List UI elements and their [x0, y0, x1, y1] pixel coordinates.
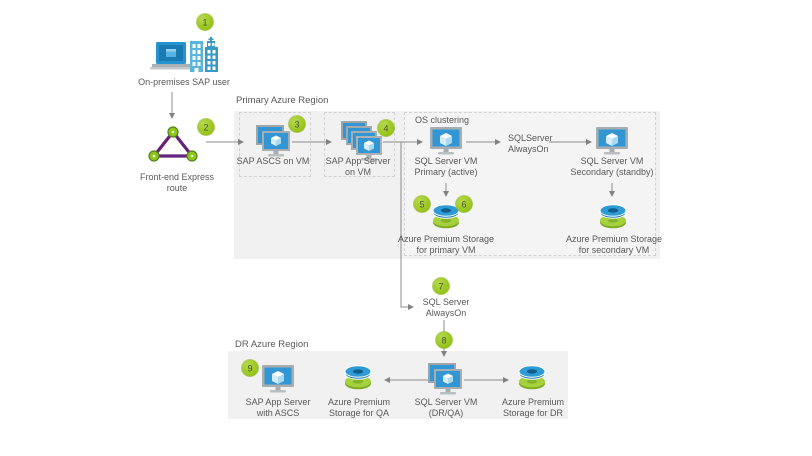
step-badge-5: 5 — [413, 195, 431, 213]
buildings-icon — [189, 36, 219, 74]
premium-storage-primary-icon — [429, 201, 463, 231]
expressroute-icon — [148, 123, 198, 165]
step-badge-8: 8 — [435, 331, 453, 349]
storage-dr-label: Azure Premium Storage for DR — [501, 397, 565, 418]
laptop-icon — [149, 41, 193, 73]
sql-secondary-vm-icon — [595, 126, 629, 156]
sap-app-server-vm-stack-icon — [339, 119, 387, 163]
premium-storage-dr-icon — [515, 362, 549, 392]
step-badge-6: 6 — [455, 195, 473, 213]
premium-storage-qa-icon — [341, 362, 375, 392]
step-badge-9: 9 — [241, 359, 259, 377]
sql-dr-vm-icon — [426, 361, 466, 397]
step-badge-3: 3 — [288, 115, 306, 133]
step-badge-1: 1 — [196, 13, 214, 31]
sql-alwayson-branch-label: SQL Server AlwaysOn — [422, 297, 470, 318]
storage-secondary-label: Azure Premium Storage for secondary VM — [565, 234, 663, 255]
premium-storage-secondary-icon — [596, 201, 630, 231]
primary-region-label: Primary Azure Region — [236, 95, 329, 106]
sap-ascs-vm-icon — [254, 123, 294, 159]
sql-primary-label: SQL Server VM Primary (active) — [414, 156, 478, 177]
sap-app-dr-vm-icon — [261, 364, 295, 394]
sap-app-dr-label: SAP App Server with ASCS — [245, 397, 311, 418]
step-badge-7: 7 — [432, 277, 450, 295]
sap-app-server-group-box — [324, 112, 395, 177]
sql-secondary-label: SQL Server VM Secondary (standby) — [570, 156, 654, 177]
sap-app-server-label: SAP App Server on VM — [325, 156, 391, 177]
sap-ascs-label: SAP ASCS on VM — [236, 156, 310, 166]
expressroute-label: Front-end Express route — [139, 172, 215, 193]
sqlserver-alwayson-label: SQLServer AlwaysOn — [508, 133, 553, 154]
storage-qa-label: Azure Premium Storage for QA — [327, 397, 391, 418]
step-badge-4: 4 — [377, 119, 395, 137]
on-prem-user-label: On-premises SAP user — [138, 77, 230, 87]
sql-primary-vm-icon — [429, 126, 463, 156]
dr-region-label: DR Azure Region — [235, 339, 309, 350]
sql-dr-label: SQL Server VM (DR/QA) — [414, 397, 478, 418]
step-badge-2: 2 — [197, 118, 215, 136]
storage-primary-label: Azure Premium Storage for primary VM — [397, 234, 495, 255]
os-clustering-label: OS clustering — [415, 115, 470, 125]
